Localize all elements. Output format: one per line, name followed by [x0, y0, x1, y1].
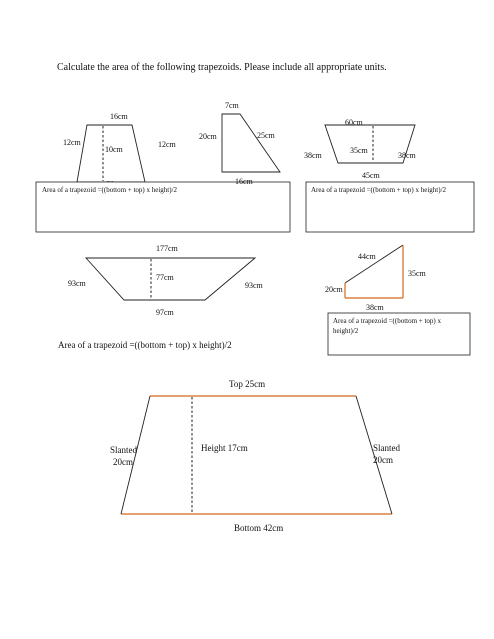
trapezoid-4-right-label: 93cm — [245, 281, 264, 290]
trapezoid-5-right-label: 35cm — [408, 269, 427, 278]
formula-box-1-text: Area of a trapezoid =((bottom + top) x h… — [42, 186, 178, 194]
trapezoid-3-height-label: 35cm — [350, 146, 369, 155]
formula-box-1: Area of a trapezoid =((bottom + top) x h… — [35, 181, 291, 233]
trapezoid-1-top-label: 16cm — [110, 112, 129, 121]
trapezoid-4-left-label: 93cm — [68, 279, 87, 288]
instructions-text: Calculate the area of the following trap… — [57, 62, 387, 73]
trapezoid-1: 16cm 12cm 10cm 12cm 20 — [63, 112, 177, 188]
trapezoid-5-bottom-label: 38cm — [366, 303, 385, 312]
trapezoid-3-right-label: 38cm — [398, 151, 417, 160]
formula-box-5-line1: Area of a trapezoid =((bottom + top) x — [333, 317, 441, 325]
trapezoid-6-right-label-2: 20cm — [373, 455, 393, 465]
formula-box-3-text: Area of a trapezoid =((bottom + top) x h… — [311, 186, 447, 194]
trapezoid-4-bottom-label: 97cm — [156, 308, 175, 317]
formula-box-5-line2: height)/2 — [333, 327, 359, 335]
trapezoid-4-top-label: 177cm — [156, 244, 179, 253]
trapezoid-2-slant-label: 25cm — [257, 131, 276, 140]
trapezoid-3-outline — [324, 124, 416, 164]
trapezoid-4: 177cm 93cm 77cm 93cm 97cm — [68, 244, 264, 317]
trapezoid-6-bottom-label: Bottom 42cm — [234, 523, 283, 533]
trapezoid-5-slant-label: 44cm — [358, 252, 377, 261]
trapezoid-5-slant-edge — [344, 244, 404, 284]
trapezoid-6-right-edge — [355, 395, 393, 515]
trapezoid-3-top-label: 60cm — [345, 118, 364, 127]
trapezoid-2-bottom-label: 16cm — [235, 177, 254, 186]
trapezoid-6-left-label-2: 20cm — [113, 457, 133, 467]
trapezoid-6-top-label: Top 25cm — [229, 379, 265, 389]
trapezoid-6: Top 25cm Slanted 20cm Height 17cm Slante… — [110, 379, 400, 533]
trapezoid-5-left-label: 20cm — [325, 285, 344, 294]
trapezoid-1-right-label: 12cm — [158, 140, 177, 149]
trapezoid-2-top-label: 7cm — [225, 101, 240, 110]
trapezoid-1-left-label: 12cm — [63, 138, 82, 147]
trapezoid-2-left-label: 20cm — [199, 132, 218, 141]
trapezoid-3-bottom-label: 45cm — [362, 171, 381, 180]
trapezoid-2-outline — [221, 113, 281, 173]
trapezoid-3-left-label: 38cm — [304, 151, 323, 160]
trapezoid-6-height-label: Height 17cm — [201, 443, 248, 453]
formula-box-3: Area of a trapezoid =((bottom + top) x h… — [305, 181, 475, 233]
formula-box-5: Area of a trapezoid =((bottom + top) x h… — [327, 312, 471, 356]
trapezoid-6-left-label-1: Slanted — [110, 445, 137, 455]
trapezoid-6-left-edge — [120, 395, 151, 515]
trapezoid-4-height-label: 77cm — [156, 273, 175, 282]
trapezoid-2: 7cm 20cm 25cm 16cm — [199, 101, 281, 186]
formula-text: Area of a trapezoid =((bottom + top) x h… — [58, 340, 232, 350]
trapezoid-1-height-label: 10cm — [105, 145, 124, 154]
trapezoid-6-right-label-1: Slanted — [373, 443, 400, 453]
trapezoid-5: 44cm 35cm 20cm 38cm — [325, 244, 427, 312]
trapezoid-3: 60cm 38cm 35cm 38cm 45cm — [304, 118, 417, 180]
trapezoid-4-outline — [84, 257, 257, 301]
